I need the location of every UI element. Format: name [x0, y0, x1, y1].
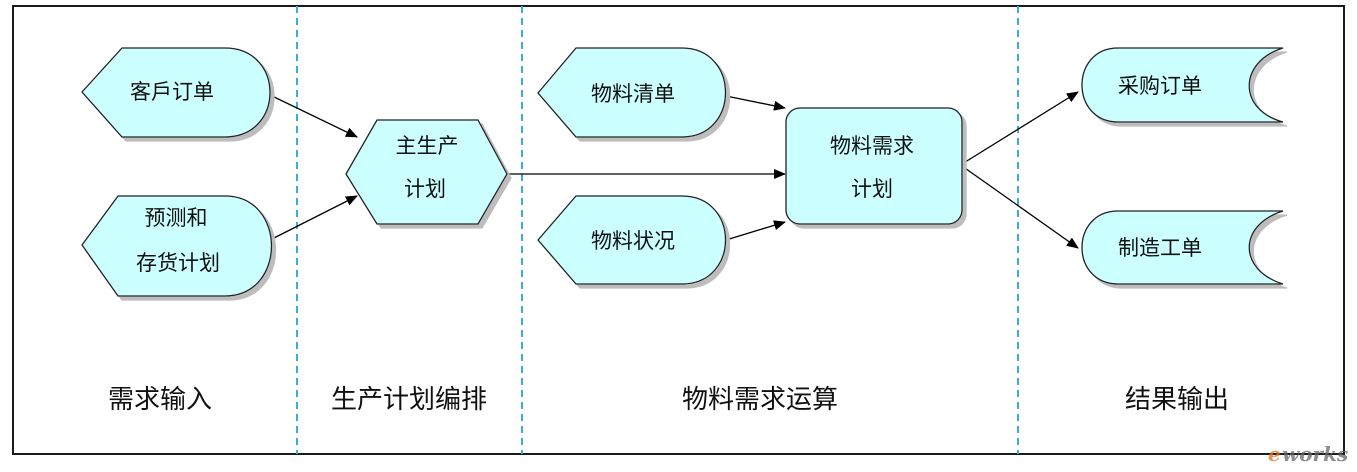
left-pointed-stored-data-shape — [81, 195, 272, 297]
diagram-frame — [12, 5, 1345, 455]
hexagon-shape — [345, 119, 508, 225]
node-purchase-order — [1081, 47, 1284, 123]
edge-mrp-to-workorder — [961, 165, 1079, 249]
watermark-works: works — [1282, 442, 1348, 466]
node-label-line-2: 存货计划 — [136, 251, 220, 275]
node-label: 客戶订单 — [130, 80, 214, 104]
node-label: 物料状况 — [591, 229, 675, 253]
node-label-line-1: 主生产 — [396, 134, 459, 158]
node-label: 物料清单 — [591, 82, 675, 106]
phase-label-material-calculation: 物料需求运算 — [682, 385, 838, 415]
node-label-line-1: 预测和 — [145, 206, 208, 230]
node-label: 制造工单 — [1118, 236, 1202, 260]
edge-forecast-to-mps — [269, 195, 358, 241]
node-label: 采购订单 — [1118, 74, 1202, 98]
node-label-line-1: 物料需求 — [830, 134, 914, 158]
left-pointed-stored-data-shape — [537, 47, 726, 138]
node-forecast-inventory — [81, 195, 272, 297]
node-label-line-2: 计划 — [851, 177, 893, 201]
node-mps — [345, 119, 508, 225]
node-mrp — [785, 107, 963, 225]
edge-mrp-to-purchase — [961, 91, 1079, 165]
stored-data-shape — [1081, 210, 1284, 285]
stored-data-shape — [1081, 47, 1284, 123]
edge-status-to-mrp — [725, 220, 786, 241]
node-customer-order — [81, 47, 271, 138]
left-pointed-stored-data-shape — [81, 47, 271, 138]
node-work-order — [1081, 210, 1284, 285]
phase-label-result-output: 结果输出 — [1125, 385, 1229, 415]
node-bom — [537, 47, 726, 138]
phase-label-demand-input: 需求输入 — [108, 385, 212, 415]
watermark-e: e — [1268, 442, 1281, 466]
node-material-status — [537, 195, 726, 285]
node-label-line-2: 计划 — [404, 177, 446, 201]
edge-customer-order-to-mps — [269, 94, 358, 138]
edges — [269, 91, 1079, 249]
edge-bom-to-mrp — [725, 95, 786, 111]
rounded-rectangle-shape — [785, 107, 963, 225]
phase-label-production-planning: 生产计划编排 — [331, 385, 487, 415]
left-pointed-stored-data-shape — [537, 195, 726, 285]
eworks-watermark-logo: e works — [1268, 442, 1348, 466]
